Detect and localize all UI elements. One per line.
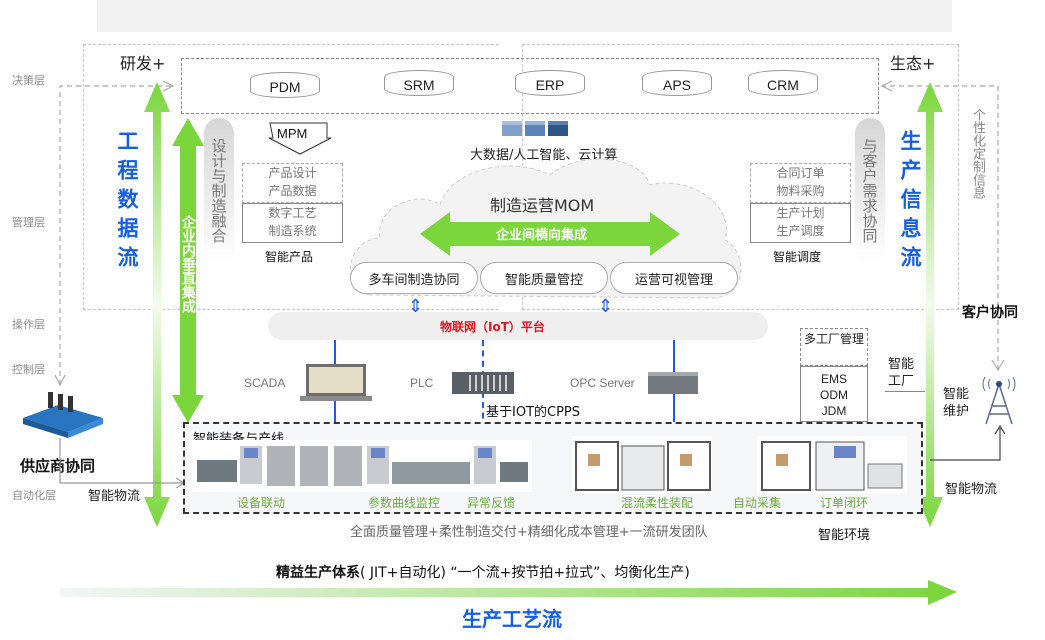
factory-system-item: ODM [820,388,848,402]
schedule-item: 物料采购 [776,184,825,198]
scada-label: SCADA [244,376,286,390]
supplier-sync-title: 供应商协同 [20,457,96,475]
ecosystem-plus-label: 生态+ [890,54,936,73]
rd-pane [83,44,499,310]
connector-line [673,340,675,460]
schedule-item: 合同订单 [776,166,825,180]
rd-plus-label: 研发+ [120,54,166,73]
cloud-compute-label: 大数据/人工智能、云计算 [470,148,618,163]
servers-icon [502,121,568,136]
updown-arrow-icon: ⇕ [408,296,424,317]
pill-operations-visual[interactable]: 运营可视管理 [610,262,738,294]
factory-systems-box: EMS ODM JDM [800,366,868,422]
assembly-line-image [572,436,907,494]
right-logistics-label: 智能物流 [945,482,998,497]
factory-system-item: EMS [820,372,847,386]
mpm-item: 产品数据 [268,184,317,198]
vertical-integration-arrow [172,118,204,423]
mpm-bottom-box: 数字工艺 制造系统 [242,203,343,243]
signal-tower-icon [982,376,1016,425]
horizontal-integration-arrow [420,212,680,256]
layer-operation: 操作层 [12,318,45,331]
mom-title: 制造运营MOM [490,196,595,215]
enterprise-systems-box [181,58,879,114]
smart-environment-label: 智能环境 [818,528,871,543]
left-logistics-label: 智能物流 [88,489,141,504]
header-band [97,0,952,32]
connector-line [482,340,484,460]
factory-system-item: JDM [821,404,847,418]
caption-auto-collection: 自动采集 [733,496,782,510]
caption-mixed-flexible-assembly: 混流柔性装配 [621,496,694,510]
pill-quality-control[interactable]: 智能质量管控 [480,262,608,294]
mpm-label: MPM [277,126,308,141]
system-srm[interactable]: SRM [384,70,454,96]
layer-control: 控制层 [12,363,45,376]
process-flow-title: 生产工艺流 [462,607,562,631]
mpm-item: 制造系统 [268,224,317,238]
factory-icon [23,392,103,438]
lean-production-title: 精益生产体系 [276,565,360,581]
smart-product-caption: 智能产品 [265,250,314,264]
layer-management: 管理层 [12,216,45,229]
schedule-item: 生产调度 [776,224,825,238]
maintenance-link-line [930,424,1005,461]
customization-info-label: 个性化定制信息 [970,108,985,199]
supplier-link-line [59,438,186,488]
smart-maintenance-label: 智能维护 [943,387,970,419]
system-aps[interactable]: APS [642,70,712,96]
customer-sync-label: 与客户需求协同 [855,118,885,263]
design-fusion-label: 设计与制造融合 [204,118,234,263]
layer-automation: 自动化层 [12,489,56,502]
caption-parameter-monitoring: 参数曲线监控 [368,496,441,510]
mpm-arrow-icon [268,122,332,155]
mpm-item: 产品设计 [268,166,317,180]
engineering-data-flow-title: 工程数据流 [115,130,139,275]
divider [885,391,925,392]
caption-exception-feedback: 异常反馈 [467,496,516,510]
customer-sync-title: 客户协同 [962,305,1018,321]
system-pdm[interactable]: PDM [250,72,320,98]
smart-schedule-caption: 智能调度 [773,250,822,264]
iot-platform-bar [268,312,768,340]
schedule-top-box: 合同订单 物料采购 [750,163,851,203]
multi-factory-box: 多工厂管理 [800,328,868,366]
process-flow-arrow [60,580,957,605]
lean-production-detail: ( JIT+自动化) “一个流+按节拍+拉式”、均衡化生产) [360,565,690,581]
vertical-integration-label: 企业内垂直集成 [180,215,196,313]
mpm-top-box: 产品设计 产品数据 [242,163,343,203]
supplier-feedback-line [55,80,175,387]
updown-arrow-icon: ⇕ [598,296,614,317]
management-summary: 全面质量管理+柔性制造交付+精细化成本管理+一流研发团队 [350,525,708,540]
lean-production-line: 精益生产体系( JIT+自动化) “一个流+按节拍+拉式”、均衡化生产) [276,562,690,582]
iot-platform-label: 物联网（IoT）平台 [440,320,545,334]
cpps-label: 基于IOT的CPPS [486,405,581,420]
laptop-icon [300,364,372,401]
opc-server-label: OPC Server [570,376,635,390]
production-flow-arrow [917,82,943,527]
caption-equipment-linkage: 设备联动 [237,496,286,510]
system-crm[interactable]: CRM [748,70,818,96]
plc-label: PLC [410,376,434,390]
pill-multi-workshop[interactable]: 多车间制造协同 [350,262,478,294]
server-icon [648,372,698,394]
layer-decision: 决策层 [12,74,45,87]
schedule-bottom-box: 生产计划 生产调度 [750,203,851,243]
system-erp[interactable]: ERP [515,70,585,96]
smt-line-image [192,440,532,492]
smart-factory-label: 智能工厂 [888,357,915,389]
engineering-flow-arrow [144,82,170,527]
schedule-item: 生产计划 [776,206,825,220]
customer-feedback-line [880,80,1005,372]
mpm-item: 数字工艺 [268,206,317,220]
production-info-flow-title: 生产信息流 [898,130,922,275]
caption-order-loop: 订单闭环 [820,496,869,510]
horizontal-integration-label: 企业间横向集成 [496,228,588,243]
plc-icon [452,372,514,394]
